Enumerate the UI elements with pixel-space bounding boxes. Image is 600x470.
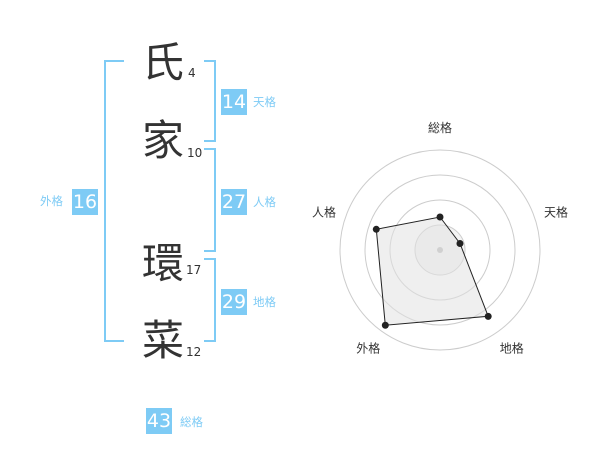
- radar-points: [372, 213, 492, 329]
- jinkaku-label: 人格: [253, 195, 276, 209]
- chikaku-badge: 29: [221, 289, 247, 315]
- chikaku-label: 地格: [253, 295, 276, 309]
- tenkaku-bracket: [204, 60, 216, 142]
- name-char-4: 菜: [142, 316, 185, 365]
- stroke-count-3: 17: [186, 263, 202, 277]
- radar-axis-label: 天格: [544, 204, 568, 219]
- name-char-1: 氏: [142, 38, 185, 87]
- stroke-count-2: 10: [187, 146, 203, 160]
- radar-axis-label: 人格: [312, 204, 336, 219]
- name-char-3: 環: [142, 239, 185, 288]
- radar-ring: [364, 174, 516, 326]
- stroke-count-4: 12: [186, 345, 202, 359]
- name-char-2: 家: [142, 116, 185, 165]
- gaikaku-bracket: [104, 60, 124, 342]
- radar-point: [436, 213, 444, 221]
- soukaku-label: 総格: [180, 415, 203, 429]
- radar-axis-label: 総格: [428, 120, 452, 135]
- tenkaku-badge: 14: [221, 89, 247, 115]
- soukaku-badge: 43: [146, 408, 172, 434]
- gaikaku-label: 外格: [40, 194, 63, 208]
- tenkaku-label: 天格: [253, 95, 276, 109]
- chikaku-bracket: [204, 258, 216, 342]
- radar-polygon: [375, 216, 489, 326]
- radar-axis-label: 地格: [500, 341, 524, 356]
- radar-axis-label: 外格: [356, 341, 380, 356]
- stroke-count-1: 4: [188, 66, 196, 80]
- radar-point: [484, 312, 492, 320]
- radar-point: [381, 321, 389, 329]
- jinkaku-bracket: [204, 148, 216, 252]
- radar-point: [372, 225, 380, 233]
- radar-point: [456, 240, 464, 248]
- jinkaku-badge: 27: [221, 189, 247, 215]
- gaikaku-badge: 16: [72, 189, 98, 215]
- radar-ring: [339, 149, 541, 351]
